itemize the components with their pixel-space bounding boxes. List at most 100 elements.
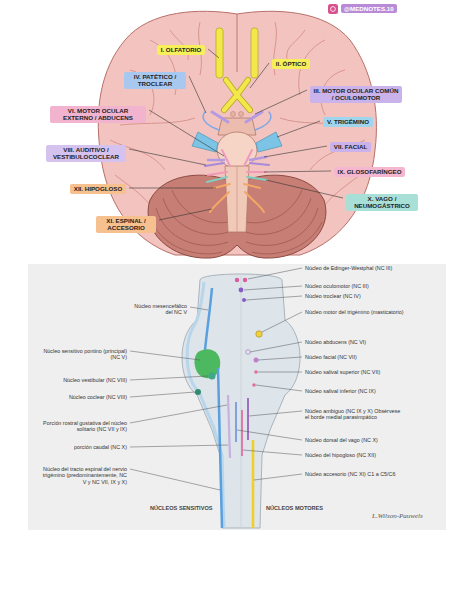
nucleus-label: Núcleo salival inferior (NC IX) [305,388,376,394]
nerve-name: III. MOTOR OCULAR COMÚN / OCULOMOTOR [313,87,399,102]
panel-background [28,264,446,530]
cerebrum [98,11,376,255]
leader-line [264,146,327,157]
brainstem [237,166,238,232]
cerebellar-folia [252,222,322,254]
section-heading: NÚCLEOS MOTORES [266,505,323,512]
olfactory-nerve [216,28,223,78]
nucleus-label: Núcleo accesorio (NC XI) C1 a C5/C6 [305,471,395,477]
nucleus-label: Núcleo salival superior (NC VII) [305,369,380,375]
nerve-name: VI. MOTOR OCULAR EXTERNO / ABDUCENS [53,107,143,122]
nucleus [254,370,258,374]
nerve-label-box: II. ÓPTICO [272,59,310,69]
nucleus [252,383,256,387]
leader-line [264,171,331,172]
nucleus-label: Núcleo motor del trigémino (masticatorio… [305,309,404,315]
olfactory-nerve [216,28,258,78]
nerve-label-box: VI. MOTOR OCULAR EXTERNO / ABDUCENS [50,106,146,123]
optic-nerve [224,80,250,110]
cranial-nerves [212,112,262,122]
leader-line [254,474,302,480]
nucleus [241,410,243,456]
cranial-nerves [210,192,264,212]
trigeminal-nerve [256,132,282,152]
leader-line [262,312,302,332]
leader-line [130,376,208,380]
leader-line [244,286,302,290]
cerebellar-folia [246,190,302,223]
nerve-label-box: V. TRIGÉMINO [323,117,373,127]
nucleus [218,368,222,528]
brainstem-outline [182,274,300,528]
leader-line [258,357,302,360]
trigeminal-nerve [192,132,218,152]
nucleus-label: Núcleo vestibular (NC VIII) [63,377,127,383]
leader-line [243,450,302,455]
nerve-name: II. ÓPTICO [275,60,307,67]
nerve-label-box: IX. GLOSOFARÍNGEO [334,167,405,177]
leader-line [250,342,302,352]
leader-line [258,372,302,373]
brainstem-outline [187,282,224,528]
nucleus-label: Núcleo de Edinger-Westphal (NC III) [305,265,392,271]
leader-line [249,411,302,416]
nerve-label-box: III. MOTOR OCULAR COMÚN / OCULOMOTOR [310,86,402,103]
nerve-name: VII. FACIAL [333,143,368,150]
nucleus-label: Núcleo mesencefálico del NC V [132,303,187,316]
cranial-nerves [208,172,266,175]
brainstem [225,166,249,232]
nucleus-label: Núcleo facial (NC VII) [305,354,357,360]
leader-line [159,209,212,220]
cranial-nerves [214,184,260,188]
panel-background [28,264,446,530]
nerve-label-box: XII. HIPOGLOSO [70,184,126,194]
leader-line [237,430,302,440]
cranial-nerves [203,112,271,130]
nucleus [239,288,244,293]
nucleus-label: porción caudal (NC X) [74,444,127,450]
leader-line [130,392,195,397]
leader-line [256,385,302,391]
leader-line [266,180,343,198]
optic-nerve [224,80,250,110]
cranial-nerves [205,163,269,166]
nucleus [246,350,251,355]
nerve-label-box: XI. ESPINAL / ACCESORIO [96,216,156,233]
brainstem-outline [241,276,242,528]
watermark-icon [328,4,338,14]
leader-line [190,307,208,310]
cerebellar-folia [152,222,222,254]
cranial-nerves [203,112,271,212]
gyrus-line [287,30,305,60]
cranial-nerves [208,157,266,160]
section-heading: NÚCLEOS SENSITIVOS [150,505,212,512]
nucleus-label: Núcleo coclear (NC VIII) [69,394,127,400]
nerve-name: V. TRIGÉMINO [326,118,370,125]
leader-line [129,149,206,165]
nerve-name: XI. ESPINAL / ACCESORIO [99,217,153,232]
cranial-nerves [207,177,267,182]
leader-line [130,405,227,423]
leader-line [208,49,219,58]
cerebellar-folia [172,190,228,223]
cerebrum [98,11,376,255]
watermark: @MEDNOTES.10 [341,4,397,13]
nerve-name: X. VAGO / NEUMOGÁSTRICO [349,195,415,210]
nerve-name: IX. GLOSOFARÍNGEO [337,168,402,175]
optic-nerve [224,80,250,110]
nucleus [195,389,201,395]
watermark-icon [331,7,336,12]
brainstem [231,112,236,117]
leader-line [246,296,302,300]
cerebellar-folia [156,208,228,245]
nucleus [252,440,255,528]
nucleus [235,402,237,442]
nerve-name: XII. HIPOGLOSO [73,185,123,192]
nucleus [194,349,220,378]
nucleus [228,395,230,458]
nucleus-label: Núcleo dorsal del vago (NC X) [305,437,378,443]
nerve-name: VIII. AUDITIVO / VESTIBULOCOCLEAR [49,146,123,161]
nucleus-label: Núcleo del hipogloso (NC XII) [305,452,376,458]
